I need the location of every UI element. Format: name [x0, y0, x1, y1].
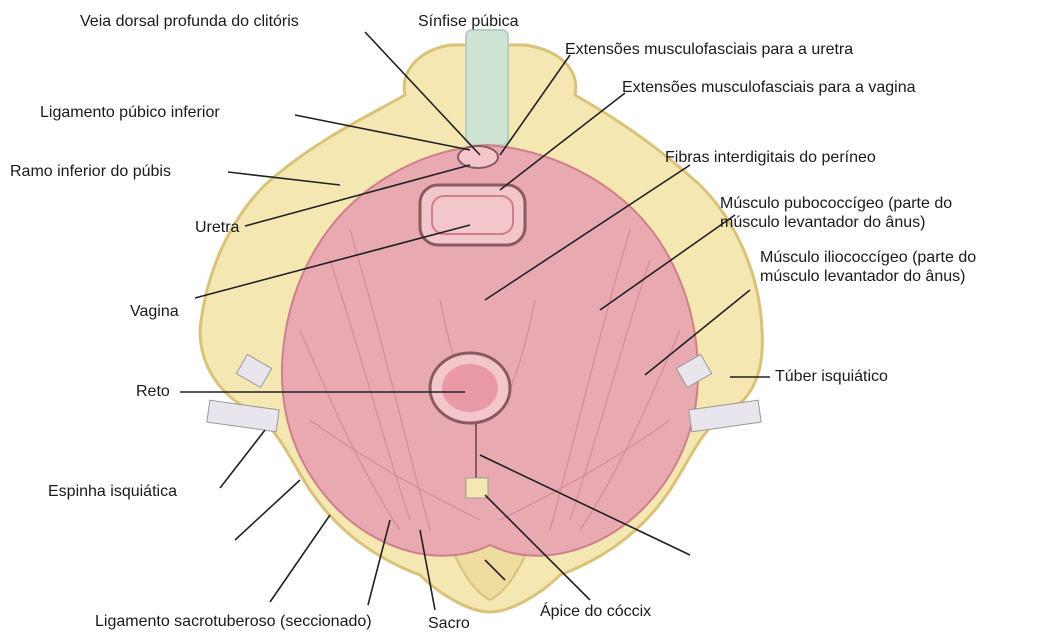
label-ramo-pubis: Ramo inferior do púbis [10, 162, 171, 181]
label-veia-dorsal: Veia dorsal profunda do clitóris [80, 12, 299, 31]
label-pubococcigeo-line1: Músculo pubococcígeo (parte do [720, 194, 952, 213]
label-ext-vagina: Extensões musculofasciais para a vagina [622, 78, 916, 97]
label-iliococcigeo-line2: músculo levantador do ânus) [760, 267, 976, 286]
label-fibras: Fibras interdigitais do períneo [665, 148, 876, 167]
label-pubococcigeo: Músculo pubococcígeo (parte do músculo l… [720, 194, 952, 232]
label-vagina: Vagina [130, 302, 179, 321]
label-sacro: Sacro [428, 614, 470, 633]
label-sinfise: Sínfise púbica [418, 12, 519, 31]
label-iliococcigeo-line1: Músculo iliococcígeo (parte do [760, 248, 976, 267]
label-ligamento-sacro: Ligamento sacrotuberoso (seccionado) [95, 612, 372, 631]
label-uretra: Uretra [195, 218, 239, 237]
label-pubococcigeo-line2: músculo levantador do ânus) [720, 213, 952, 232]
label-tuber: Túber isquiático [775, 367, 888, 386]
label-apice: Ápice do cóccix [540, 602, 651, 621]
label-ligamento-pubico: Ligamento púbico inferior [40, 103, 220, 122]
label-ext-uretra: Extensões musculofasciais para a uretra [565, 40, 853, 59]
label-reto: Reto [136, 382, 170, 401]
vagina [420, 185, 525, 245]
rectum-lumen [442, 364, 498, 412]
coccyx-tip [466, 478, 488, 498]
label-iliococcigeo: Músculo iliococcígeo (parte do músculo l… [760, 248, 976, 286]
label-espinha: Espinha isquiática [48, 482, 177, 501]
pubic-symphysis [466, 30, 508, 145]
